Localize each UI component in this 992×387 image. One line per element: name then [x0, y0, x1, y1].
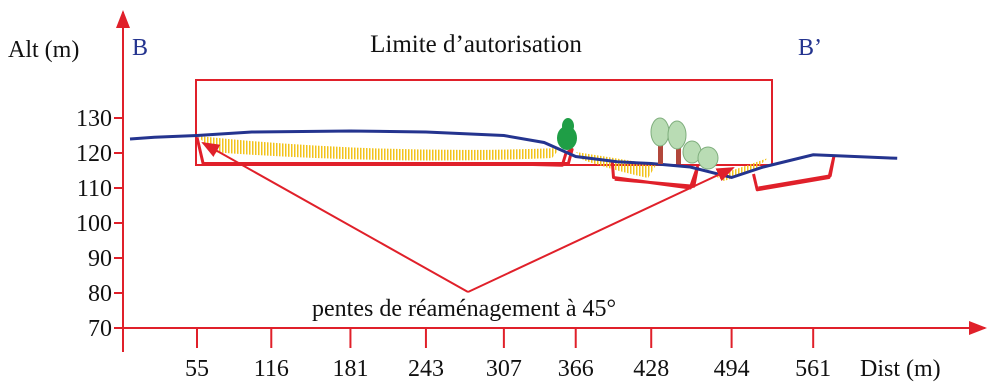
x-axis-label: Dist (m) [860, 356, 941, 382]
y-tick-label: 70 [88, 316, 112, 342]
y-tick-label: 90 [88, 246, 112, 272]
x-tick-label: 116 [254, 356, 289, 382]
y-axis-label: Alt (m) [8, 37, 79, 63]
x-tick-label: 561 [795, 356, 831, 382]
y-tick-label: 120 [76, 141, 112, 167]
slope-annotation: pentes de réaménagement à 45° [312, 296, 616, 322]
y-tick-label: 130 [76, 106, 112, 132]
excavation-pit-3 [752, 155, 836, 192]
x-tick-label: 307 [486, 356, 522, 382]
tree-group-light [650, 117, 719, 170]
x-tick-label: 366 [558, 356, 594, 382]
y-tick-layer: 70 80 90 100 110 120 130 [76, 106, 123, 342]
section-label-end: B’ [798, 35, 822, 61]
terrain-profile-line [129, 129, 898, 180]
annotation-arrow-left [201, 142, 469, 293]
y-tick-label: 110 [77, 176, 112, 202]
x-tick-label: 243 [408, 356, 444, 382]
x-tick-label: 181 [332, 356, 368, 382]
y-tick-label: 100 [76, 211, 112, 237]
x-tick-label: 494 [714, 356, 750, 382]
section-label-start: B [132, 35, 148, 61]
annotation-arrow-right [467, 167, 735, 293]
x-tick-label: 428 [633, 356, 669, 382]
y-tick-label: 80 [88, 281, 112, 307]
slope-hatch-1 [198, 136, 560, 161]
excavation-pit-1 [195, 136, 574, 167]
x-tick-label: 55 [185, 356, 209, 382]
x-tick-layer: 55 116 181 243 307 366 428 494 561 [185, 328, 831, 382]
tree-dark [557, 118, 577, 150]
excavation-pit-2 [610, 161, 699, 190]
excavation-pit-layer [195, 136, 836, 192]
boundary-label: Limite d’autorisation [370, 31, 582, 58]
